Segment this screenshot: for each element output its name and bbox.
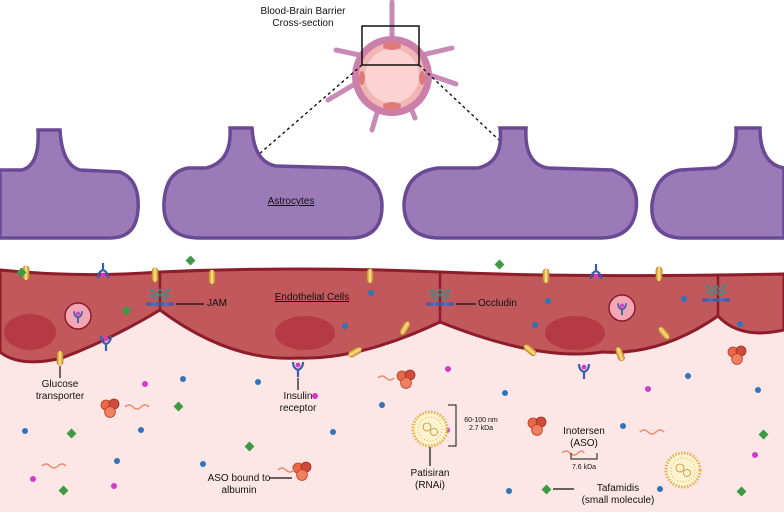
blue-dots bbox=[22, 290, 761, 494]
zoom-box bbox=[361, 25, 420, 66]
inotersen-line2: (ASO) bbox=[570, 437, 598, 449]
vesicle bbox=[608, 294, 636, 322]
insulin-line1: Insulin bbox=[283, 391, 313, 402]
occludin-label: Occludin bbox=[478, 298, 517, 309]
patisiran-nanoparticle-icon bbox=[411, 410, 449, 448]
size-bracket bbox=[448, 404, 457, 447]
zoom-line-left bbox=[257, 64, 363, 156]
astrocytes bbox=[0, 126, 784, 240]
aso-line1: ASO bound to bbox=[207, 473, 271, 484]
tafamidis-line1: Tafamidis bbox=[596, 483, 640, 494]
patisiran-label: Patisiran (RNAi) bbox=[400, 468, 460, 491]
lipid-nanoparticle-icon bbox=[664, 451, 702, 489]
tafamidis-line2: (small molecule) bbox=[581, 494, 655, 506]
patisiran-line2: (RNAi) bbox=[415, 479, 445, 491]
size-line1: 60-100 nm bbox=[464, 417, 498, 424]
glucose-transporter-label: Glucose transporter bbox=[28, 379, 92, 402]
patisiran-line1: Patisiran bbox=[410, 468, 450, 479]
glucose-line1: Glucose bbox=[41, 379, 79, 390]
jam-label: JAM bbox=[207, 298, 227, 309]
aso-albumin-label: ASO bound to albumin bbox=[204, 473, 274, 496]
title-block: Blood-Brain Barrier Cross-section bbox=[248, 6, 358, 29]
kda-label: 7.6 kDa bbox=[571, 464, 597, 471]
small-molecule-diamonds bbox=[16, 255, 769, 497]
size-label: 60-100 nm 2.7 kDa bbox=[458, 417, 504, 433]
oligonucleotides bbox=[41, 375, 665, 473]
kda-bracket bbox=[570, 453, 598, 460]
tafamidis-label: Tafamidis (small molecule) bbox=[578, 483, 658, 506]
nucleus bbox=[4, 314, 56, 350]
title-line1: Blood-Brain Barrier bbox=[260, 6, 346, 17]
endothelial-label: Endothelial Cells bbox=[274, 292, 350, 303]
inotersen-line1: Inotersen bbox=[563, 426, 605, 437]
insulin-line2: receptor bbox=[279, 402, 317, 414]
vesicle bbox=[64, 302, 92, 330]
nucleus bbox=[275, 316, 335, 350]
size-line2: 2.7 kDa bbox=[468, 425, 494, 433]
aso-line2: albumin bbox=[221, 484, 257, 496]
nucleus bbox=[545, 316, 605, 350]
endothelial-layer bbox=[0, 267, 784, 364]
title-line2: Cross-section bbox=[272, 17, 334, 29]
vessel-cross-section bbox=[257, 0, 516, 156]
astrocytes-label: Astrocytes bbox=[267, 196, 315, 207]
inotersen-label: Inotersen (ASO) bbox=[556, 426, 612, 449]
insulin-receptor-label: Insulin receptor bbox=[268, 391, 328, 414]
glucose-line2: transporter bbox=[35, 390, 85, 402]
